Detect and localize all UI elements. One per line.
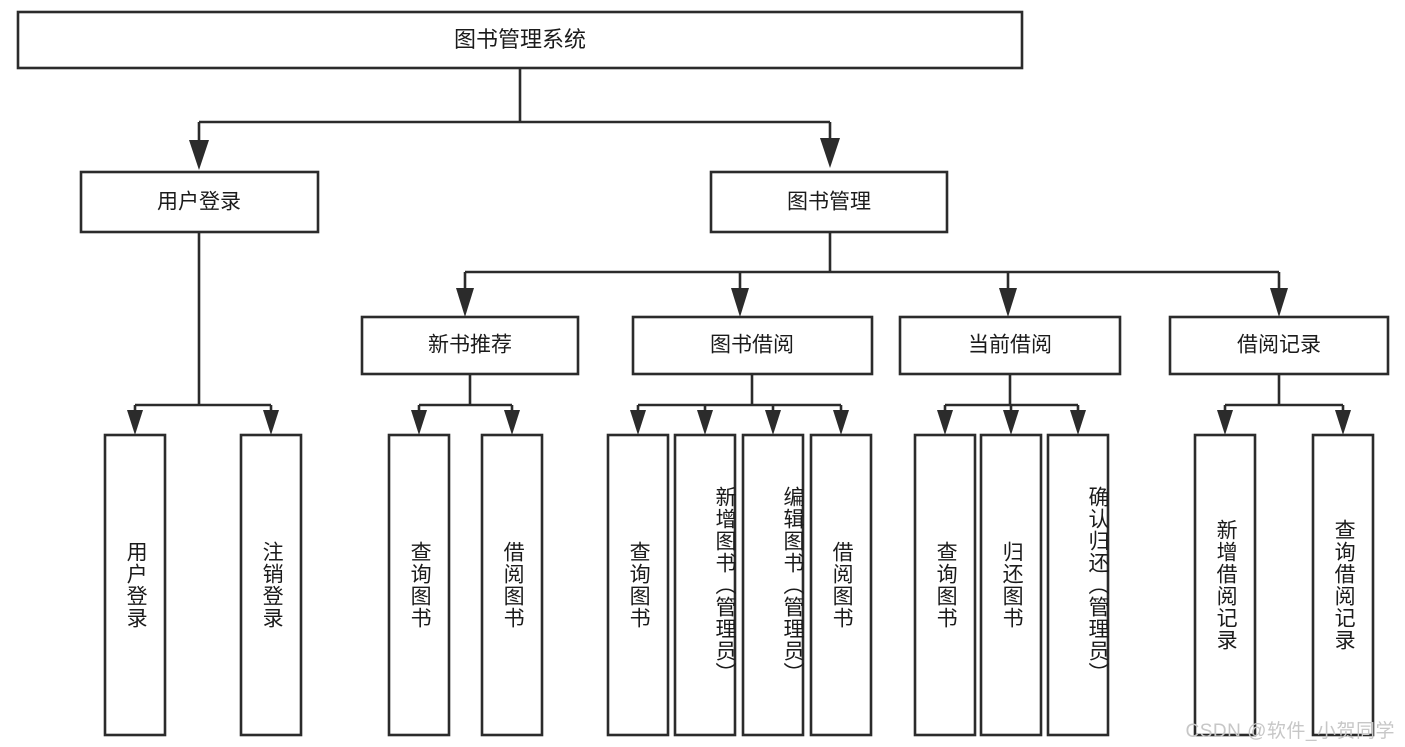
node-current-borrow[interactable]: 当前借阅 [898,315,1122,376]
node-borrow-record-label: 借阅记录 [1237,334,1321,357]
node-root-box[interactable] [16,10,1024,70]
node-current-borrow-label: 当前借阅 [968,334,1052,357]
arrowhead-book-management [820,138,840,168]
node-leaf-query-book-2-box[interactable] [606,433,670,737]
node-new-book-recommend[interactable]: 新书推荐 [360,315,580,376]
arrowhead-leaf-query-book-3 [937,410,953,435]
node-book-borrow-box[interactable] [631,315,874,376]
watermark-text: CSDN @软件_小贺同学 [1185,721,1395,742]
node-root[interactable]: 图书管理系统 [16,10,1024,70]
connectors-book-management-to-level2 [456,232,1288,317]
node-current-borrow-box[interactable] [898,315,1122,376]
node-borrow-record[interactable]: 借阅记录 [1168,315,1390,376]
node-leaf-borrow-book-1-box[interactable] [480,433,544,737]
node-book-borrow[interactable]: 图书借阅 [631,315,874,376]
arrowhead-new-book [456,288,474,317]
node-book-management-label: 图书管理 [787,191,871,214]
arrowhead-leaf-edit-book-admin [765,410,781,435]
connectors-borrow-record-to-leaves [1217,374,1351,435]
arrowhead-leaf-user-login [127,410,143,435]
node-leaf-query-book-3-box[interactable] [913,433,977,737]
arrowhead-leaf-query-borrow-record [1335,410,1351,435]
node-leaf-query-borrow-record-box[interactable] [1311,433,1375,737]
node-leaf-edit-book-admin-box[interactable] [741,433,805,737]
connectors-root-to-level1 [189,68,840,170]
node-user-login-label: 用户登录 [157,191,241,214]
node-user-login[interactable]: 用户登录 [79,170,320,234]
connectors-user-login-to-leaves [127,232,279,435]
arrowhead-leaf-confirm-return [1070,410,1086,435]
node-leaf-user-logout-box[interactable] [239,433,303,737]
arrowhead-leaf-return-book [1003,410,1019,435]
node-root-label: 图书管理系统 [454,27,586,52]
node-leaf-add-borrow-record-box[interactable] [1193,433,1257,737]
arrowhead-leaf-query-book-1 [411,410,427,435]
node-new-book-recommend-box[interactable] [360,315,580,376]
node-leaf-query-book-1-box[interactable] [387,433,451,737]
arrowhead-book-borrow [731,288,749,317]
node-book-borrow-label: 图书借阅 [710,334,794,357]
node-book-management-box[interactable] [709,170,949,234]
arrowhead-leaf-borrow-book-2 [833,410,849,435]
node-leaf-borrow-book-2-box[interactable] [809,433,873,737]
arrowhead-leaf-borrow-book-1 [504,410,520,435]
arrowhead-borrow-record [1270,288,1288,317]
connectors-current-borrow-to-leaves [937,374,1086,435]
connectors-new-book-to-leaves [411,374,520,435]
node-leaf-user-login-box[interactable] [103,433,167,737]
arrowhead-current-borrow [999,288,1017,317]
node-user-login-box[interactable] [79,170,320,234]
node-leaf-add-book-admin-box[interactable] [673,433,737,737]
node-book-management[interactable]: 图书管理 [709,170,949,234]
connectors-book-borrow-to-leaves [630,374,849,435]
node-borrow-record-box[interactable] [1168,315,1390,376]
arrowhead-leaf-query-book-2 [630,410,646,435]
arrowhead-leaf-add-book-admin [697,410,713,435]
arrowhead-user-login [189,140,209,170]
node-leaf-return-book-box[interactable] [979,433,1043,737]
node-new-book-recommend-label: 新书推荐 [428,334,512,357]
arrowhead-leaf-user-logout [263,410,279,435]
node-leaf-confirm-return-admin-box[interactable] [1046,433,1110,737]
arrowhead-leaf-add-borrow-record [1217,410,1233,435]
